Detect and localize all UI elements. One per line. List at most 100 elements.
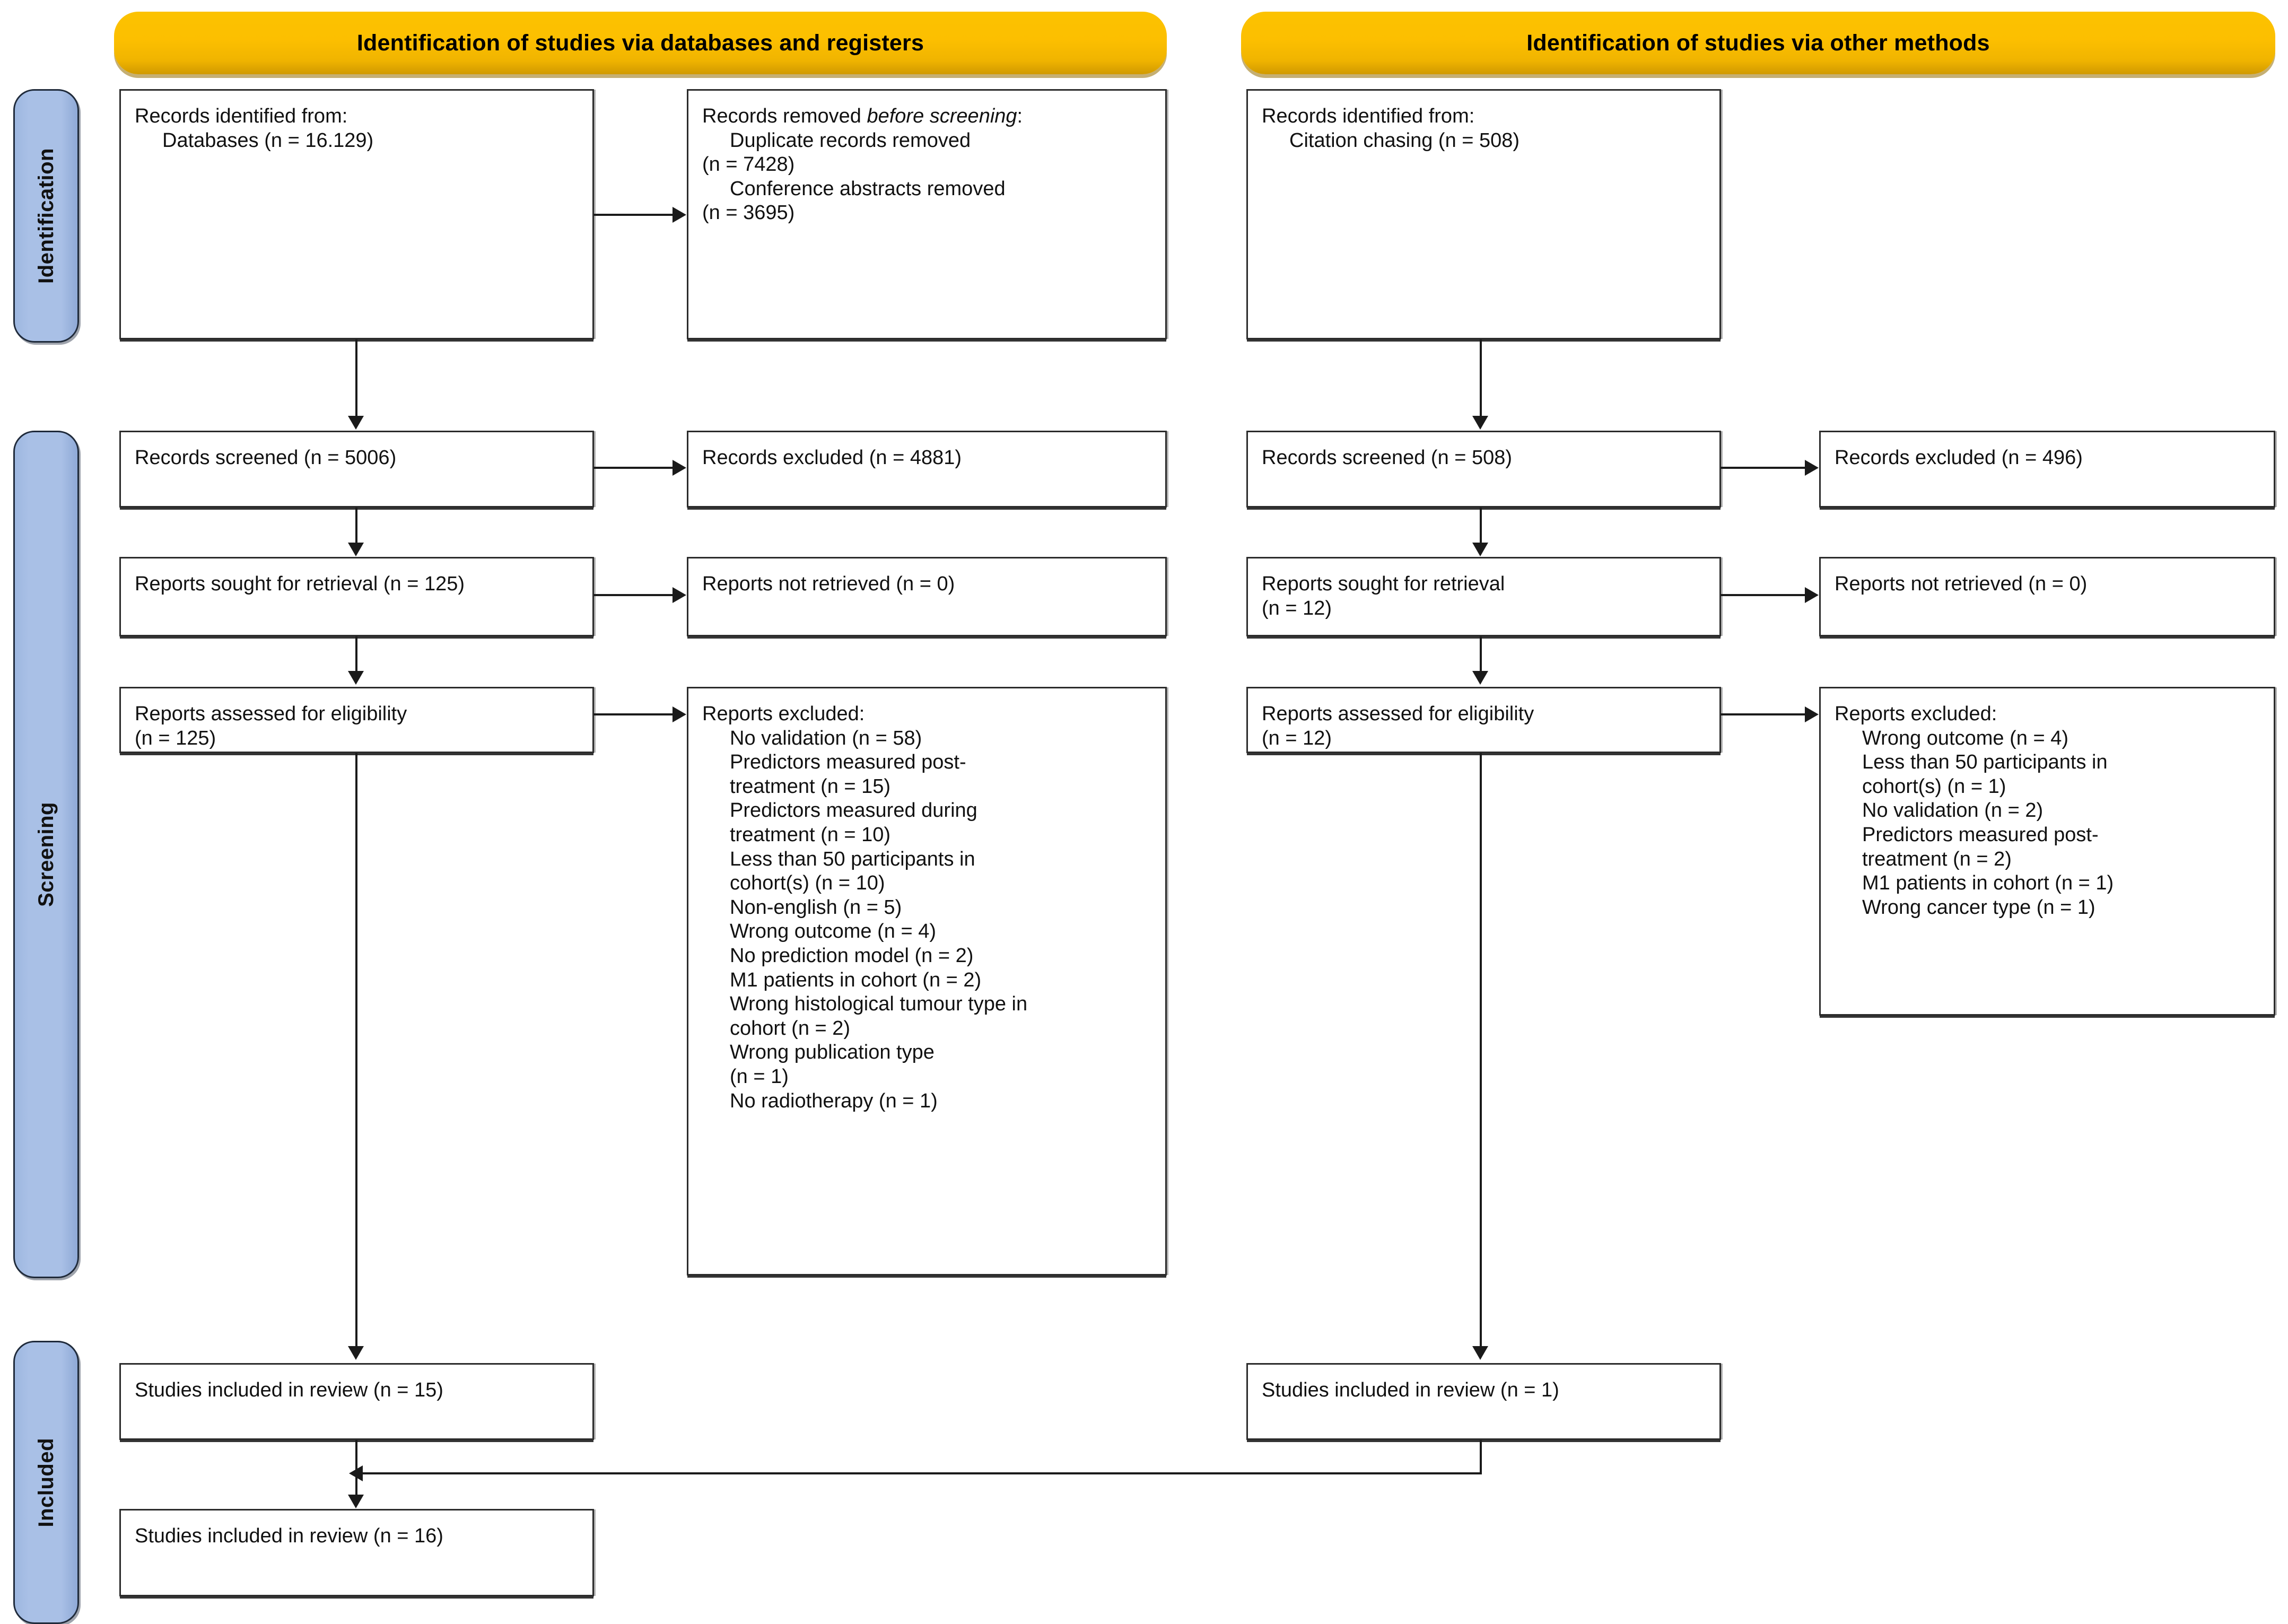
reports-excluded-item: Less than 50 participants in cohort(s) (… [730,848,975,895]
arrowhead-assessed-to-included-15 [348,1346,364,1360]
box-reports-not-retrieved-other: Reports not retrieved (n = 0) [1819,557,2275,636]
box-reports-excluded-list-other: Reports excluded: Wrong outcome (n = 4)L… [1819,687,2275,1016]
studies-included-left-label: Studies included in review (n = 15) [135,1379,443,1401]
reports-sought-other-line1: Reports sought for retrieval [1262,573,1505,595]
box-reports-not-retrieved: Reports not retrieved (n = 0) [687,557,1167,636]
connector-other-sought-to-assessed [1480,636,1482,673]
records-identified-line1: Records identified from: [135,105,348,127]
reports-excluded-other-items: Wrong outcome (n = 4)Less than 50 partic… [1835,727,2260,920]
studies-included-total-label: Studies included in review (n = 16) [135,1525,443,1547]
arrowhead-sought-to-not-retrieved [673,587,686,603]
connector-other-assessed-to-included [1480,753,1482,1347]
reports-excluded-item: Non-english (n = 5) [730,896,902,919]
arrowhead-other-sought-to-assessed [1472,671,1488,685]
arrowhead-other-screened-to-sought [1472,543,1488,556]
arrowhead-identified-to-removed [673,207,686,223]
arrowhead-assessed-to-excluded [673,706,686,722]
stage-label-included: Included [34,1437,58,1527]
stage-bar-included: Included [13,1341,79,1624]
reports-excluded-item: M1 patients in cohort (n = 2) [730,968,982,991]
connector-screened-to-excluded [594,467,674,469]
connector-sought-to-not-retrieved [594,594,674,596]
reports-excluded-item: No radiotherapy (n = 1) [730,1089,938,1112]
box-records-identified-databases: Records identified from: Databases (n = … [119,89,594,339]
arrowhead-screened-to-excluded [673,460,686,476]
stage-label-identification: Identification [34,148,58,284]
stage-bar-identification: Identification [13,89,79,343]
records-identified-other-line1: Records identified from: [1262,105,1475,127]
reports-excluded-item: Wrong outcome (n = 4) [730,920,936,943]
connector-other-screened-to-sought [1480,508,1482,545]
records-removed-heading: Records removed before screening: [702,105,1023,127]
reports-excluded-item: Wrong histological tumour type in cohort… [730,993,1028,1040]
stage-label-screening: Screening [34,802,58,907]
connector-other-screened-to-excluded [1721,467,1806,469]
reports-excluded-item: No validation (n = 58) [730,727,922,749]
box-records-excluded-other: Records excluded (n = 496) [1819,431,2275,508]
connector-other-identified-to-screened [1480,339,1482,418]
reports-excluded-item: Predictors measured post- treatment (n =… [1862,823,2099,870]
records-identified-line2: Databases (n = 16.129) [162,129,374,152]
records-identified-other-line2: Citation chasing (n = 508) [1289,129,1520,152]
connector-screened-to-sought [355,508,357,545]
box-reports-sought-other: Reports sought for retrieval (n = 12) [1246,557,1721,636]
box-studies-included-total: Studies included in review (n = 16) [119,1509,594,1596]
arrowhead-other-sought-to-not-retrieved [1805,587,1819,603]
connector-identified-to-screened [355,339,357,418]
connector-sought-to-assessed [355,636,357,673]
reports-excluded-item: M1 patients in cohort (n = 1) [1862,872,2114,895]
records-removed-line3: Conference abstracts removed [730,177,1006,200]
reports-assessed-line1: Reports assessed for eligibility [135,703,407,725]
records-removed-line1: Duplicate records removed [730,129,971,152]
header-label-other-methods: Identification of studies via other meth… [1526,30,1990,56]
reports-sought-label: Reports sought for retrieval (n = 125) [135,573,465,595]
box-records-removed-before-screening: Records removed before screening: Duplic… [687,89,1167,339]
box-studies-included-left: Studies included in review (n = 15) [119,1363,594,1440]
reports-excluded-item: Wrong publication type (n = 1) [730,1041,935,1088]
reports-excluded-other-heading: Reports excluded: [1835,703,1997,725]
header-bar-other-methods: Identification of studies via other meth… [1241,12,2275,74]
arrowhead-other-screened-to-excluded [1805,460,1819,476]
studies-included-right-label: Studies included in review (n = 1) [1262,1379,1559,1401]
arrowhead-other-assessed-to-included [1472,1346,1488,1360]
reports-not-retrieved-label: Reports not retrieved (n = 0) [702,573,955,595]
box-reports-assessed: Reports assessed for eligibility (n = 12… [119,687,594,753]
reports-excluded-heading: Reports excluded: [702,703,865,725]
connector-identified-to-removed [594,214,674,216]
reports-excluded-item: Predictors measured during treatment (n … [730,799,977,846]
box-records-identified-other: Records identified from: Citation chasin… [1246,89,1721,339]
records-removed-line4: (n = 3695) [702,202,795,224]
reports-excluded-item: Predictors measured post- treatment (n =… [730,751,966,798]
records-screened-other-label: Records screened (n = 508) [1262,447,1513,469]
arrowhead-screened-to-sought [348,543,364,556]
box-reports-assessed-other: Reports assessed for eligibility (n = 12… [1246,687,1721,753]
reports-sought-other-line2: (n = 12) [1262,597,1332,619]
reports-assessed-line2: (n = 125) [135,727,216,749]
header-label-databases: Identification of studies via databases … [356,30,924,56]
records-screened-label: Records screened (n = 5006) [135,447,397,469]
connector-assessed-to-excluded [594,713,674,715]
header-bar-databases: Identification of studies via databases … [114,12,1167,74]
arrowhead-merge-to-total [349,1465,363,1481]
connector-right-included-to-total [363,1472,1482,1474]
reports-assessed-other-line1: Reports assessed for eligibility [1262,703,1534,725]
arrowhead-included-15-to-total [348,1495,364,1508]
records-excluded-other-label: Records excluded (n = 496) [1835,447,2083,469]
box-reports-sought: Reports sought for retrieval (n = 125) [119,557,594,636]
arrowhead-other-assessed-to-excluded [1805,706,1819,722]
reports-excluded-items: No validation (n = 58)Predictors measure… [702,727,1151,1114]
records-excluded-label: Records excluded (n = 4881) [702,447,962,469]
connector-other-assessed-to-excluded [1721,713,1806,715]
records-removed-line2: (n = 7428) [702,153,795,176]
reports-assessed-other-line2: (n = 12) [1262,727,1332,749]
box-reports-excluded-list: Reports excluded: No validation (n = 58)… [687,687,1167,1276]
reports-excluded-item: No validation (n = 2) [1862,799,2044,822]
reports-excluded-item: Wrong cancer type (n = 1) [1862,896,2095,919]
reports-excluded-item: Wrong outcome (n = 4) [1862,727,2068,749]
connector-right-included-down [1480,1440,1482,1473]
box-records-screened-other: Records screened (n = 508) [1246,431,1721,508]
arrowhead-identified-to-screened [348,416,364,430]
connector-other-sought-to-not-retrieved [1721,594,1806,596]
reports-excluded-item: Less than 50 participants in cohort(s) (… [1862,751,2108,798]
